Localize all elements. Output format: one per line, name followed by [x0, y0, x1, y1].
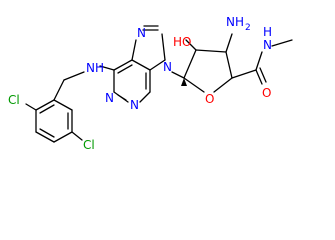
n3-label: N [130, 98, 139, 112]
ring-oxygen-label: O [205, 92, 214, 106]
n9-label: N [163, 60, 172, 74]
nh-linker-label: NH [86, 61, 104, 75]
chlorine-top-label: Cl [8, 93, 20, 107]
chlorine-bottom-label: Cl [83, 138, 95, 152]
amide-nitrogen-label: N [263, 38, 272, 52]
n1-label: N [105, 91, 114, 105]
atom-labels: NH N N N N HO NH 2 O N H O Cl Cl [8, 15, 272, 152]
hydroxyl-label: HO [173, 35, 191, 49]
n7-label: N [137, 26, 146, 40]
amino-subscript: 2 [245, 23, 251, 33]
amino-label: NH [226, 15, 244, 29]
chemical-structure-diagram: NH N N N N HO NH 2 O N H O Cl Cl [8, 15, 293, 152]
stereo-wedges [181, 78, 187, 86]
bond-lines [25, 25, 293, 143]
carbonyl-oxygen-label: O [262, 86, 271, 100]
amide-hydrogen-label: H [263, 25, 272, 39]
